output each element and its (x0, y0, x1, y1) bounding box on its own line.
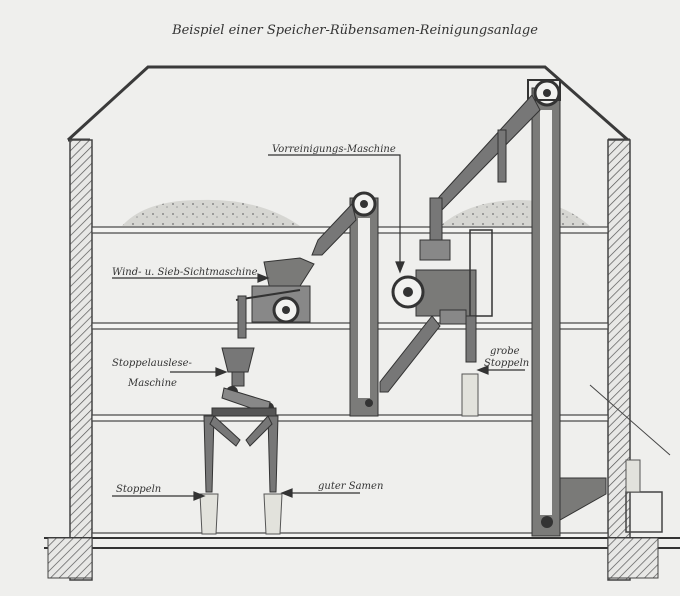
diagram-title: Beispiel einer Speicher-Rübensamen-Reini… (171, 23, 538, 38)
outside-platform (625, 491, 663, 533)
label-good-seed: guter Samen (318, 481, 383, 492)
tall-bucket-elevator (527, 79, 561, 537)
precleaning-machine (391, 197, 493, 363)
chute-to-windsieve (311, 202, 357, 256)
sack-stalks (199, 493, 219, 535)
outside-sack (625, 459, 641, 493)
wind-sieve-machine (235, 257, 315, 339)
seed-heap-right (440, 200, 590, 226)
leader-lines (112, 154, 525, 501)
sack-coarse-stalks (461, 373, 479, 417)
roof (66, 65, 629, 142)
label-stalk-machine-line2: Maschine (127, 378, 177, 389)
foundation-right (607, 537, 659, 579)
label-coarse-stalks-line2: Stoppeln (484, 358, 529, 369)
medium-bucket-elevator (349, 191, 379, 417)
sack-good-seed (263, 493, 283, 535)
label-coarse-stalks-line1: grobe (490, 346, 520, 357)
stalk-picking-machine (203, 347, 279, 493)
left-wall (69, 139, 93, 581)
label-wind-sieve-machine: Wind- u. Sieb-Sichtmaschine (112, 267, 258, 278)
right-wall (607, 139, 631, 581)
label-precleaning-machine: Vorreinigungs-Maschine (272, 144, 396, 155)
label-stalks: Stoppeln (116, 484, 161, 495)
seed-heap-left (122, 199, 300, 226)
foundation-left (47, 537, 93, 579)
outlet-chute (559, 477, 607, 521)
label-stalk-machine-line1: Stoppelauslese- (112, 358, 193, 369)
outside-rope (589, 384, 671, 456)
chute-to-precleaner (431, 94, 541, 213)
